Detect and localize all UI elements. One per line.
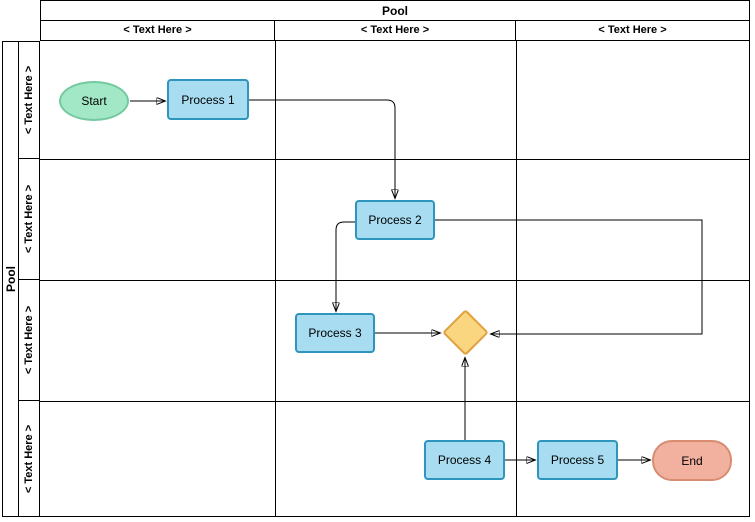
lane-header-1[interactable]: < Text Here > bbox=[19, 41, 40, 159]
grid-line-column-1 bbox=[275, 41, 276, 517]
lane-header-2[interactable]: < Text Here > bbox=[19, 159, 40, 280]
start-event-label: Start bbox=[81, 94, 107, 108]
task-process-2-label: Process 2 bbox=[368, 213, 422, 227]
task-process-3[interactable]: Process 3 bbox=[295, 313, 375, 353]
end-event-node[interactable]: End bbox=[652, 440, 732, 481]
task-process-5[interactable]: Process 5 bbox=[537, 440, 618, 480]
task-process-1[interactable]: Process 1 bbox=[167, 79, 249, 120]
task-process-4[interactable]: Process 4 bbox=[424, 440, 505, 480]
column-header-1[interactable]: < Text Here > bbox=[40, 21, 275, 41]
task-process-3-label: Process 3 bbox=[308, 326, 362, 340]
pool-vertical-title[interactable]: Pool bbox=[2, 41, 19, 517]
lane-header-3[interactable]: < Text Here > bbox=[19, 280, 40, 401]
grid-line-row-3 bbox=[40, 401, 750, 402]
column-header-1-label: < Text Here > bbox=[123, 24, 192, 36]
start-event-node[interactable]: Start bbox=[59, 81, 129, 121]
task-process-1-label: Process 1 bbox=[181, 92, 235, 107]
task-process-5-label: Process 5 bbox=[550, 453, 605, 467]
column-header-3-label: < Text Here > bbox=[598, 24, 667, 36]
connector-process2-gateway[interactable] bbox=[435, 219, 703, 334]
grid-line-row-2 bbox=[40, 280, 750, 281]
end-event-label: End bbox=[681, 453, 703, 468]
connector-process1-process2[interactable] bbox=[249, 99, 395, 198]
pool-header-title[interactable]: Pool bbox=[40, 0, 750, 21]
column-header-2[interactable]: < Text Here > bbox=[275, 21, 516, 41]
grid-line-column-2 bbox=[516, 41, 517, 517]
pool-content-area bbox=[40, 41, 750, 517]
lane-header-4[interactable]: < Text Here > bbox=[19, 401, 40, 517]
task-process-2[interactable]: Process 2 bbox=[355, 200, 435, 240]
connector-process2-process3[interactable] bbox=[336, 221, 355, 311]
column-header-2-label: < Text Here > bbox=[360, 24, 430, 36]
column-header-3[interactable]: < Text Here > bbox=[516, 21, 750, 41]
task-process-4-label: Process 4 bbox=[437, 453, 492, 467]
